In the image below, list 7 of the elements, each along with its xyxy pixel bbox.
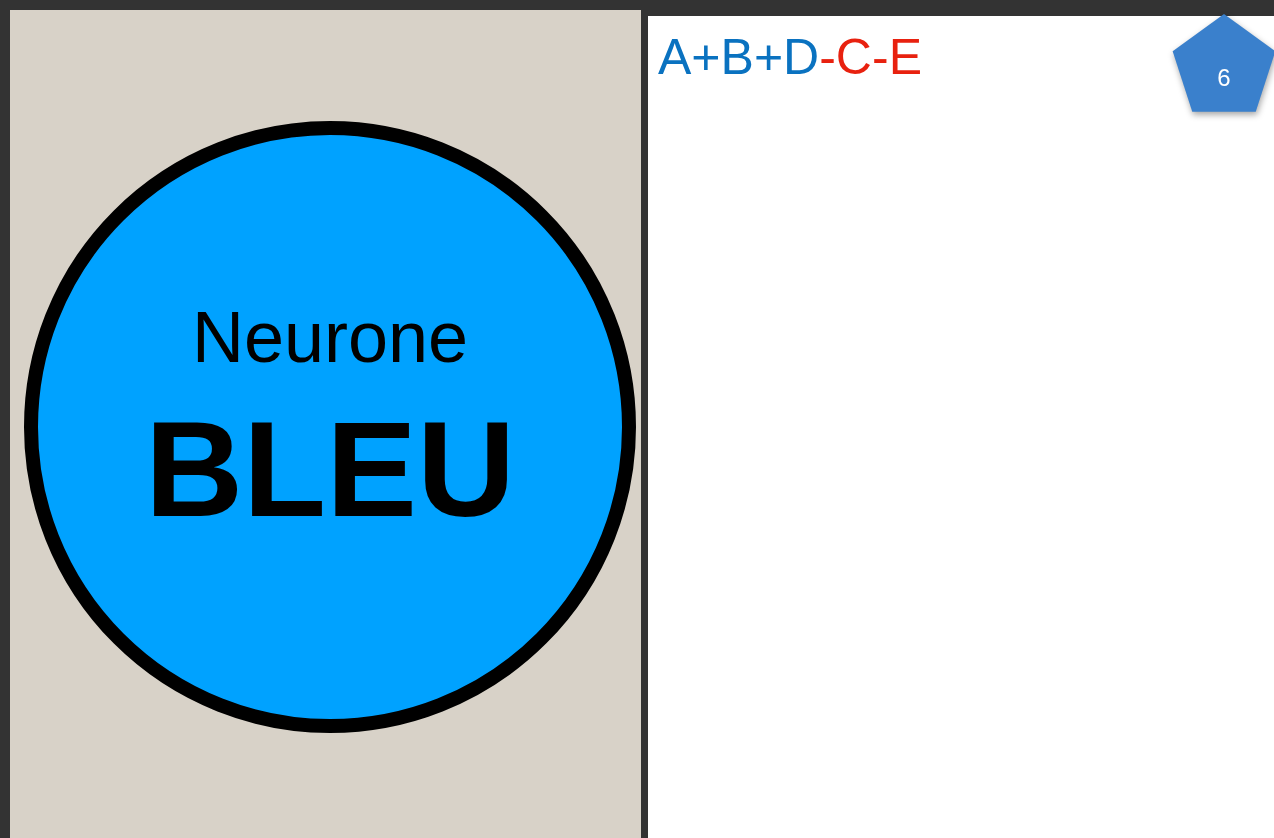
left-panel	[10, 10, 641, 838]
neuron-label: Neurone	[190, 301, 470, 373]
formula-text: -C-E	[819, 29, 922, 85]
right-panel	[648, 16, 1274, 838]
page-number: 6	[1216, 66, 1232, 90]
neuron-color-label: BLEU	[143, 401, 517, 537]
formula-text: A+B+D	[658, 29, 820, 85]
